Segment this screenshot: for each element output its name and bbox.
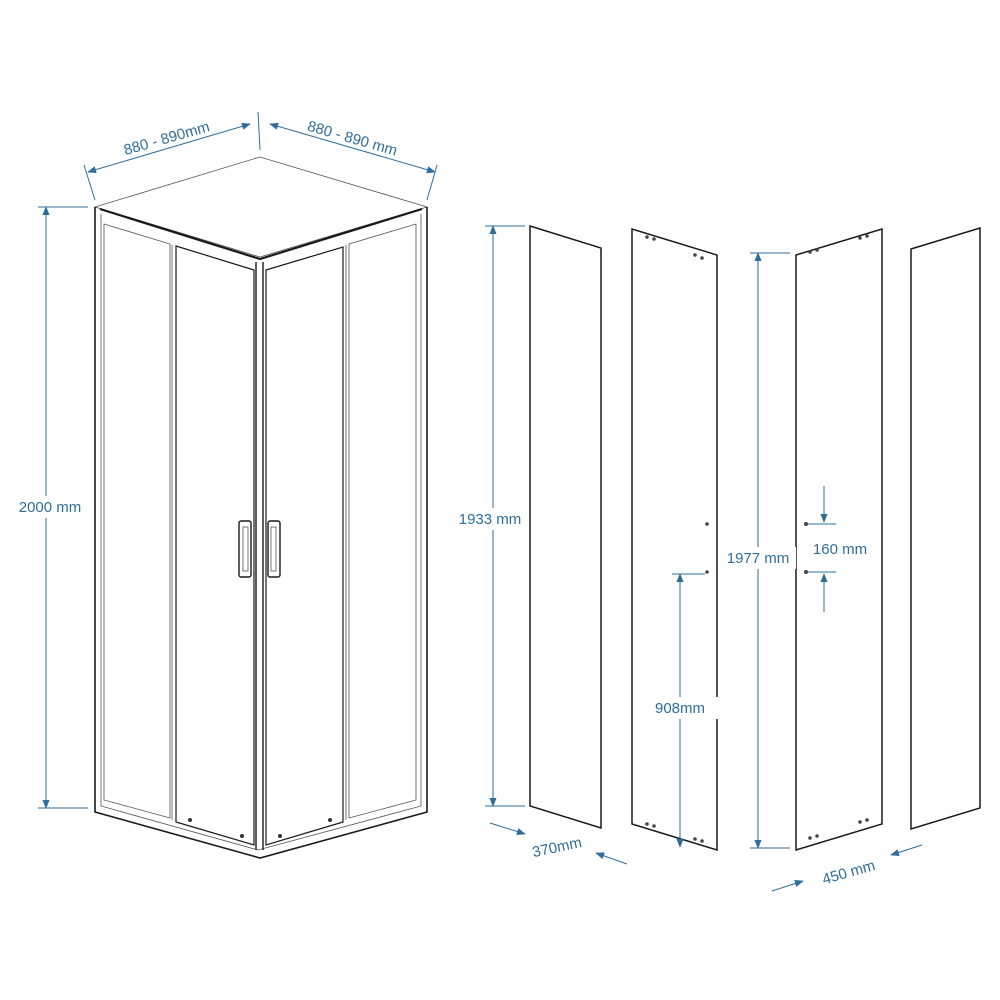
right-fixed-panel bbox=[348, 223, 417, 819]
enclosure-height-label: 2000 mm bbox=[19, 499, 82, 516]
panel-fixed-left-dimensions: 1933 mm 370mm bbox=[453, 225, 628, 865]
panel-fixed-left bbox=[529, 224, 602, 830]
panel-door-left-dimensions: 908mm bbox=[640, 573, 720, 848]
enclosure-top bbox=[93, 156, 429, 258]
panel-door-right bbox=[795, 227, 883, 852]
panel-door-left bbox=[631, 227, 718, 852]
fixed-panel-width-label: 370mm bbox=[531, 834, 583, 861]
fixed-panel-height-label: 1933 mm bbox=[459, 511, 522, 528]
panel-fixed-right bbox=[910, 226, 981, 831]
enclosure-top-edge bbox=[99, 207, 423, 261]
roller-icon bbox=[278, 834, 282, 838]
door-height-label: 1977 mm bbox=[727, 550, 790, 567]
door-width-label: 450 mm bbox=[820, 857, 877, 888]
enclosure-width-left-label: 880 - 890mm bbox=[122, 118, 212, 159]
left-fixed-panel bbox=[103, 223, 171, 819]
handle-spacing-label: 160 mm bbox=[813, 541, 867, 558]
enclosure-drawing bbox=[93, 156, 429, 859]
roller-icon bbox=[240, 834, 244, 838]
enclosure-dimensions: 880 - 890mm 880 - 890 mm 2000 mm bbox=[14, 111, 438, 809]
right-sliding-door bbox=[265, 246, 344, 846]
handle-height-label: 908mm bbox=[655, 700, 705, 717]
roller-icon bbox=[328, 818, 332, 822]
panel-door-right-dimensions: 1977 mm 160 mm 450 mm bbox=[720, 252, 923, 892]
door-handle-icon bbox=[238, 520, 281, 578]
left-sliding-door bbox=[175, 245, 255, 846]
enclosure-inner-frame bbox=[100, 214, 422, 851]
enclosure-frame bbox=[94, 207, 428, 859]
roller-icon bbox=[188, 818, 192, 822]
